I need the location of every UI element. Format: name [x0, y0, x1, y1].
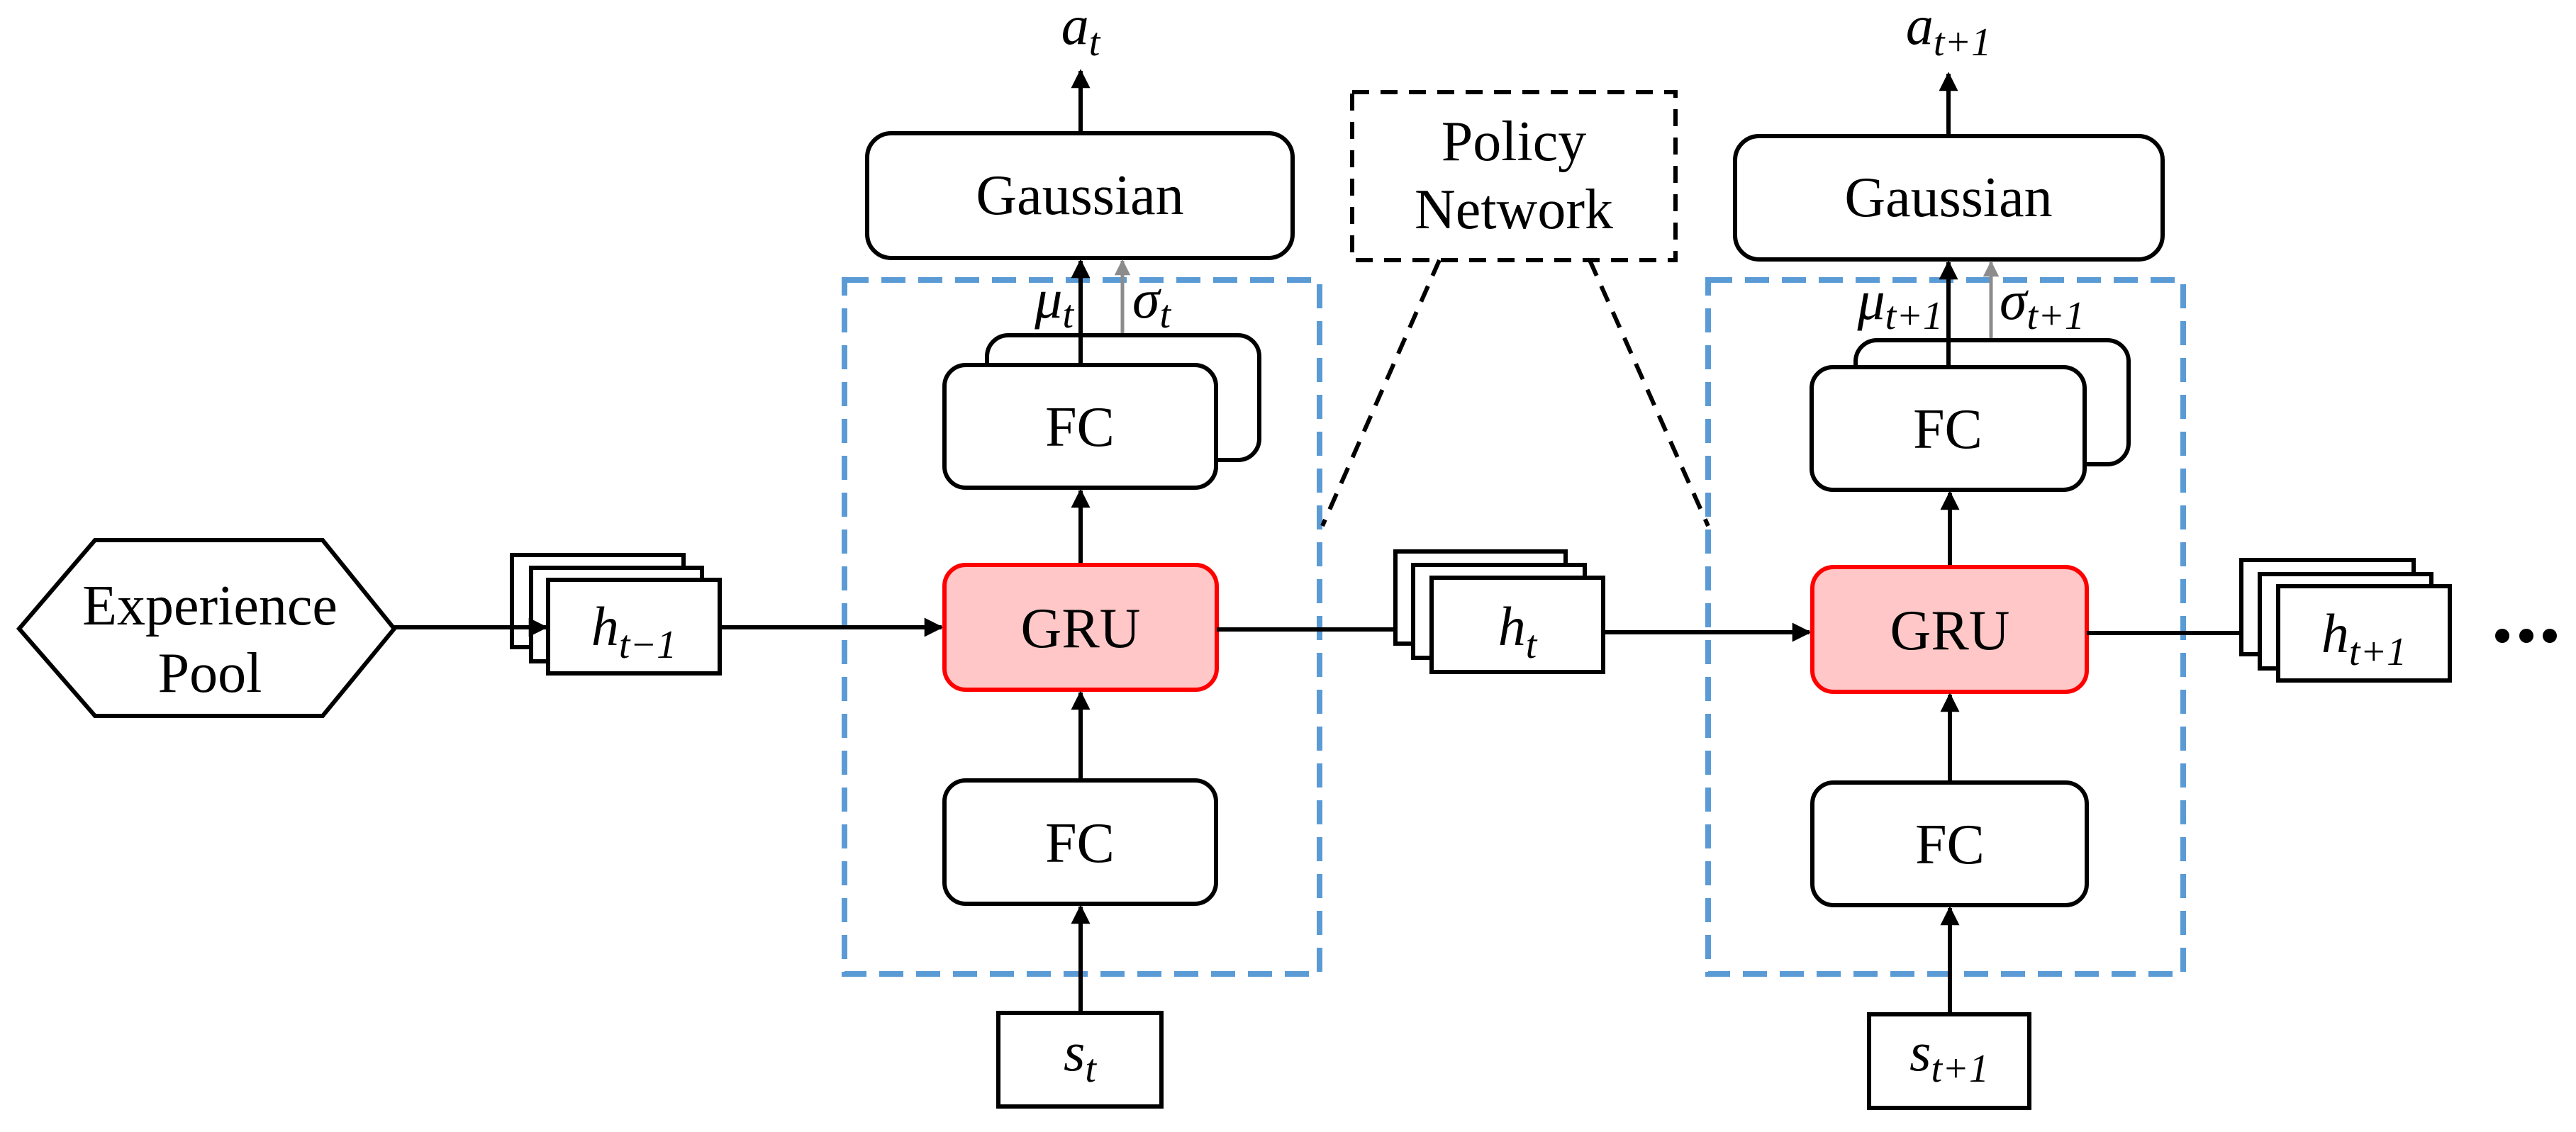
hidden-state-prev-label: ht−1 [591, 595, 676, 667]
experience-pool-label-line2: Pool [158, 642, 262, 705]
ellipsis-dot [2543, 629, 2557, 643]
step-t1: at+1 Gaussian μt+1 σt+1 FC GRU FC st+1 [1733, 0, 2165, 1110]
hidden-state-prev: ht−1 [510, 553, 722, 676]
experience-pool: Experience Pool [16, 538, 397, 718]
continuation-ellipsis-icon [2495, 629, 2557, 643]
gaussian-box-t1 [1733, 134, 2165, 262]
policy-network-callout: Policy Network [1320, 90, 1710, 527]
sigma-label-t: σt [1132, 268, 1171, 337]
policy-network-box [1350, 90, 1678, 262]
state-box-t [996, 1011, 1164, 1109]
fc-top-label-t: FC [1045, 396, 1115, 459]
state-label-t1: st+1 [1909, 1021, 1989, 1091]
fc-bottom-box-t1 [1810, 780, 2089, 907]
hidden-state-next: ht+1 [2239, 558, 2452, 683]
state-label-t: st [1064, 1021, 1097, 1091]
action-label-t1: at+1 [1906, 0, 1991, 65]
fc-bottom-box-t [942, 778, 1218, 906]
action-label-t: at [1061, 0, 1101, 65]
ellipsis-dot [2495, 629, 2509, 643]
step-t: at Gaussian μt σt FC GRU FC st [865, 0, 1295, 1109]
fc-bottom-label-t: FC [1045, 812, 1115, 875]
mu-label-t1: μt+1 [1856, 269, 1943, 338]
experience-pool-label-line1: Experience [82, 575, 338, 637]
gaussian-box-t [865, 131, 1295, 260]
gaussian-label-t: Gaussian [976, 164, 1183, 227]
callout-line-right [1588, 259, 1710, 527]
hidden-state-curr-label: ht [1498, 595, 1538, 667]
gru-label-t: GRU [1021, 598, 1141, 660]
hidden-state-next-layer-front [2276, 584, 2452, 683]
gru-label-t1: GRU [1890, 600, 2010, 662]
policy-network-label-line1: Policy [1442, 111, 1586, 173]
fc-bottom-label-t1: FC [1915, 814, 1985, 876]
state-box-t1 [1867, 1012, 2031, 1110]
callout-line-left [1320, 259, 1442, 527]
policy-group-box-t1 [1705, 277, 2186, 977]
hidden-state-curr-layer-front [1429, 576, 1605, 674]
fc-top-label-t1: FC [1913, 398, 1983, 461]
gru-box-t1 [1810, 565, 2089, 694]
ellipsis-dot [2519, 629, 2533, 643]
mu-label-t: μt [1034, 268, 1074, 337]
hidden-state-curr: ht [1393, 549, 1605, 674]
hidden-state-next-label: ht+1 [2321, 603, 2407, 674]
policy-network-label-line2: Network [1415, 179, 1613, 241]
gaussian-label-t1: Gaussian [1844, 167, 2052, 229]
sigma-label-t1: σt+1 [2000, 269, 2085, 338]
